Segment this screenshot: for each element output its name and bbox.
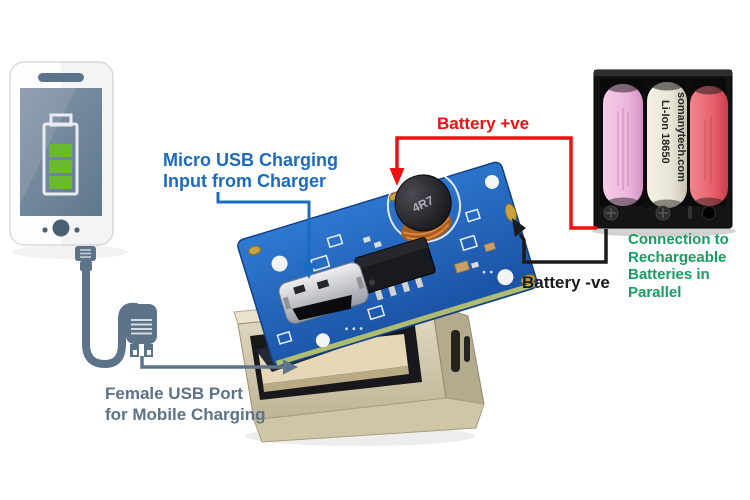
phone-illustration: [9, 61, 128, 259]
pcb-board: 4R7: [237, 161, 538, 367]
charging-cable-icon: [75, 246, 140, 369]
battery-bar: [49, 176, 72, 189]
port-bottom-flange: [253, 397, 485, 443]
inductor: 4R7: [394, 174, 452, 243]
battery-level-icon: [42, 113, 79, 196]
parallel-label-line1: Connection to: [628, 231, 729, 248]
micro-usb-label-line1: Micro USB Charging: [163, 150, 339, 170]
cable-path: [82, 266, 140, 369]
slate-arrow-right-icon: [283, 359, 298, 375]
battery-parallel-label: Connection to Rechargeable Batteries in …: [628, 231, 729, 301]
phone-speaker-icon: [38, 73, 84, 82]
side-slot: [451, 330, 460, 372]
micro-usb-label-line2: Input from Charger: [163, 171, 327, 191]
red-arrow-down-icon: [389, 168, 405, 186]
nav-dot: [74, 227, 80, 233]
wire-battery-positive: [389, 136, 597, 230]
battery-white: somanytech.com Li-Ion 18650: [647, 81, 687, 209]
side-slot: [464, 336, 470, 362]
usb-plug-icon: [126, 304, 157, 357]
battery-bar: [49, 144, 72, 157]
female-usb-label-line1: Female USB Port: [105, 384, 243, 403]
usb-tongue-edge: [263, 366, 409, 392]
wire-battery-negative: [512, 218, 608, 264]
blue-arrow-down-icon: [302, 263, 316, 279]
battery-outline: [42, 122, 79, 196]
female-usb-label: Female USB Port for Mobile Charging: [105, 383, 266, 425]
battery-positive-label: Battery +ve: [437, 114, 530, 133]
screen-glare: [20, 88, 76, 204]
usb-port-pointer: [140, 356, 298, 375]
capacitor: [453, 260, 471, 274]
parallel-label-line4: Parallel: [628, 283, 682, 301]
parallel-label-line2: Rechargeable: [628, 248, 727, 266]
connector-ridges: [80, 249, 91, 258]
black-arrow-up-icon: [512, 218, 526, 237]
battery-bar: [49, 160, 72, 173]
home-button: [52, 219, 70, 237]
battery-pink: [603, 83, 643, 207]
plug-ridges: [131, 319, 152, 335]
holder-divider: [643, 80, 648, 208]
micro-usb-label: Micro USB Charging Input from Charger: [163, 150, 338, 192]
phone-shadow: [12, 245, 128, 259]
parallel-label-line3: Batteries in: [628, 266, 710, 283]
capacitor: [483, 241, 497, 253]
ic-chip: [354, 236, 436, 301]
battery-red: [690, 85, 728, 207]
nav-dot: [42, 227, 48, 233]
micro-usb-pointer: [216, 192, 316, 279]
battery-holder: somanytech.com Li-Ion 18650: [592, 69, 736, 237]
battery-brand-text: somanytech.com: [675, 92, 687, 182]
holder-hardware: [603, 205, 716, 221]
prong-hole: [147, 350, 151, 355]
holder-divider: [687, 80, 691, 206]
battery-type-text: Li-Ion 18650: [659, 100, 671, 164]
female-usb-label-line2: for Mobile Charging: [105, 405, 266, 424]
prong-hole: [133, 350, 137, 355]
battery-negative-label: Battery -ve: [522, 273, 610, 292]
board-edge: [275, 281, 536, 366]
holder-rim: [594, 70, 732, 76]
micro-usb-port: [278, 262, 369, 324]
